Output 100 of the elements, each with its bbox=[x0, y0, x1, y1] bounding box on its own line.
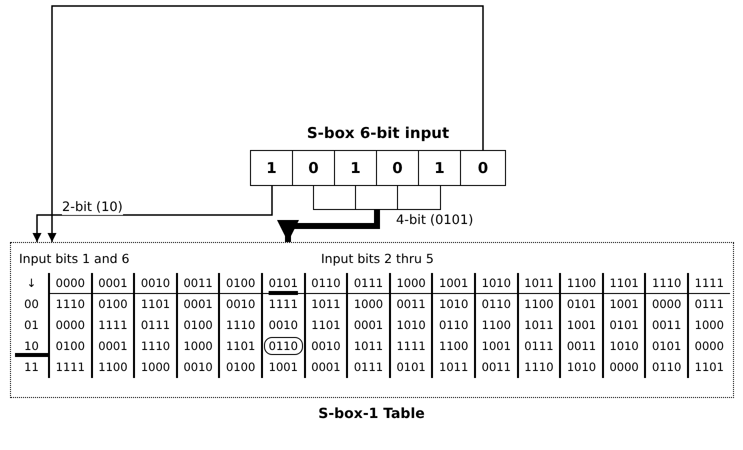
row-header: 10 bbox=[15, 336, 48, 357]
table-cell: 1000 bbox=[346, 294, 389, 315]
table-cell: 1100 bbox=[431, 336, 474, 357]
table-cell: 0110 bbox=[644, 357, 687, 378]
table-cell: 0001 bbox=[346, 315, 389, 336]
table-cell: 0000 bbox=[644, 294, 687, 315]
register-heading: S-box 6-bit input bbox=[306, 124, 450, 142]
table-cell: 1011 bbox=[516, 315, 560, 336]
merge-box bbox=[397, 185, 441, 210]
table-cell: 1000 bbox=[133, 357, 176, 378]
column-header: 1001 bbox=[431, 273, 474, 294]
edge-label: 2-bit (10) bbox=[62, 200, 123, 215]
column-header: 1111 bbox=[687, 273, 730, 294]
table-cell: 1010 bbox=[431, 294, 474, 315]
table-cell: 1011 bbox=[346, 336, 389, 357]
column-header: 1011 bbox=[516, 273, 560, 294]
table-cell: 0011 bbox=[559, 336, 602, 357]
bit-cell: 0 bbox=[292, 150, 335, 186]
edge-label: 4-bit (0101) bbox=[396, 213, 474, 228]
table-cell: 0100 bbox=[90, 294, 134, 315]
table-cell: 1010 bbox=[602, 336, 644, 357]
caption: S-box-1 Table bbox=[317, 406, 426, 422]
table-cell: 1100 bbox=[516, 294, 560, 315]
table-cell: 1110 bbox=[133, 336, 176, 357]
column-header: 0101 bbox=[261, 273, 304, 294]
table-cell: 0110 bbox=[261, 336, 304, 357]
table-frame bbox=[10, 242, 734, 398]
bit-cell: 1 bbox=[418, 150, 461, 186]
row-header: 11 bbox=[23, 359, 40, 376]
column-header: 1101 bbox=[602, 273, 644, 294]
table-cell: 1001 bbox=[261, 357, 304, 378]
row-header: 00 bbox=[23, 296, 40, 313]
table-cell: 1100 bbox=[474, 315, 517, 336]
table-cell: 0010 bbox=[176, 357, 218, 378]
arrow bbox=[277, 210, 380, 242]
column-header: 1010 bbox=[474, 273, 517, 294]
table-cell: 0100 bbox=[176, 315, 218, 336]
column-header: 0100 bbox=[218, 273, 261, 294]
merge-box bbox=[313, 185, 356, 210]
table-cell: 0101 bbox=[602, 315, 644, 336]
arrow bbox=[32, 186, 273, 242]
table-cell: 0011 bbox=[388, 294, 432, 315]
table-cell: 0000 bbox=[687, 336, 730, 357]
column-header: 1000 bbox=[388, 273, 432, 294]
table-cell: 0101 bbox=[388, 357, 432, 378]
table-cell: 1110 bbox=[48, 294, 91, 315]
column-header: 1100 bbox=[559, 273, 602, 294]
table-cell: 1011 bbox=[304, 294, 346, 315]
column-header: 0110 bbox=[304, 273, 346, 294]
table-cell: 0010 bbox=[304, 336, 346, 357]
table-cell: 0001 bbox=[90, 336, 134, 357]
table-axis-title: Input bits 1 and 6 bbox=[19, 251, 130, 266]
table-cell: 0001 bbox=[304, 357, 346, 378]
table-cell: 1101 bbox=[687, 357, 730, 378]
table-cell: 0010 bbox=[218, 294, 261, 315]
table-cell: 0000 bbox=[602, 357, 644, 378]
table-cell: 0101 bbox=[559, 294, 602, 315]
table-cell: 1001 bbox=[474, 336, 517, 357]
table-cell: 0100 bbox=[48, 336, 91, 357]
table-cell: 0001 bbox=[176, 294, 218, 315]
table-cell: 1001 bbox=[602, 294, 644, 315]
table-cell: 0111 bbox=[346, 357, 389, 378]
column-header: 0111 bbox=[346, 273, 389, 294]
table-cell: 1111 bbox=[90, 315, 134, 336]
table-cell: 0111 bbox=[133, 315, 176, 336]
table-cell: 1011 bbox=[431, 357, 474, 378]
table-cell: 1111 bbox=[261, 294, 304, 315]
table-cell: 0011 bbox=[474, 357, 517, 378]
table-cell: 0000 bbox=[48, 315, 91, 336]
table-cell: 1101 bbox=[218, 336, 261, 357]
row-header: 01 bbox=[23, 317, 40, 334]
column-header: 1110 bbox=[644, 273, 687, 294]
table-axis-title: Input bits 2 thru 5 bbox=[321, 251, 434, 266]
table-cell: 0011 bbox=[644, 315, 687, 336]
table-cell: 0111 bbox=[687, 294, 730, 315]
column-header: 0001 bbox=[90, 273, 134, 294]
table-cell: 1100 bbox=[90, 357, 134, 378]
table-cell: 1001 bbox=[559, 315, 602, 336]
table-cell: 1110 bbox=[218, 315, 261, 336]
column-header: 0000 bbox=[48, 273, 91, 294]
table-cell: 1101 bbox=[304, 315, 346, 336]
table-cell: 1010 bbox=[388, 315, 432, 336]
table-cell: 1101 bbox=[133, 294, 176, 315]
bit-cell: 1 bbox=[250, 150, 293, 186]
table-cell: 1111 bbox=[388, 336, 432, 357]
table-cell: 1000 bbox=[176, 336, 218, 357]
table-cell: 1000 bbox=[687, 315, 730, 336]
table-cell: 0110 bbox=[431, 315, 474, 336]
table-cell: 1010 bbox=[559, 357, 602, 378]
table-cell: 0110 bbox=[474, 294, 517, 315]
table-cell: 0010 bbox=[261, 315, 304, 336]
table-cell: 0100 bbox=[218, 357, 261, 378]
table-cell: 1111 bbox=[48, 357, 91, 378]
table-cell: 1110 bbox=[516, 357, 560, 378]
row-header: ↓ bbox=[26, 275, 38, 292]
bit-cell: 0 bbox=[460, 150, 506, 186]
column-header: 0011 bbox=[176, 273, 218, 294]
table-cell: 0101 bbox=[644, 336, 687, 357]
column-header: 0010 bbox=[133, 273, 176, 294]
arrow bbox=[48, 5, 484, 242]
